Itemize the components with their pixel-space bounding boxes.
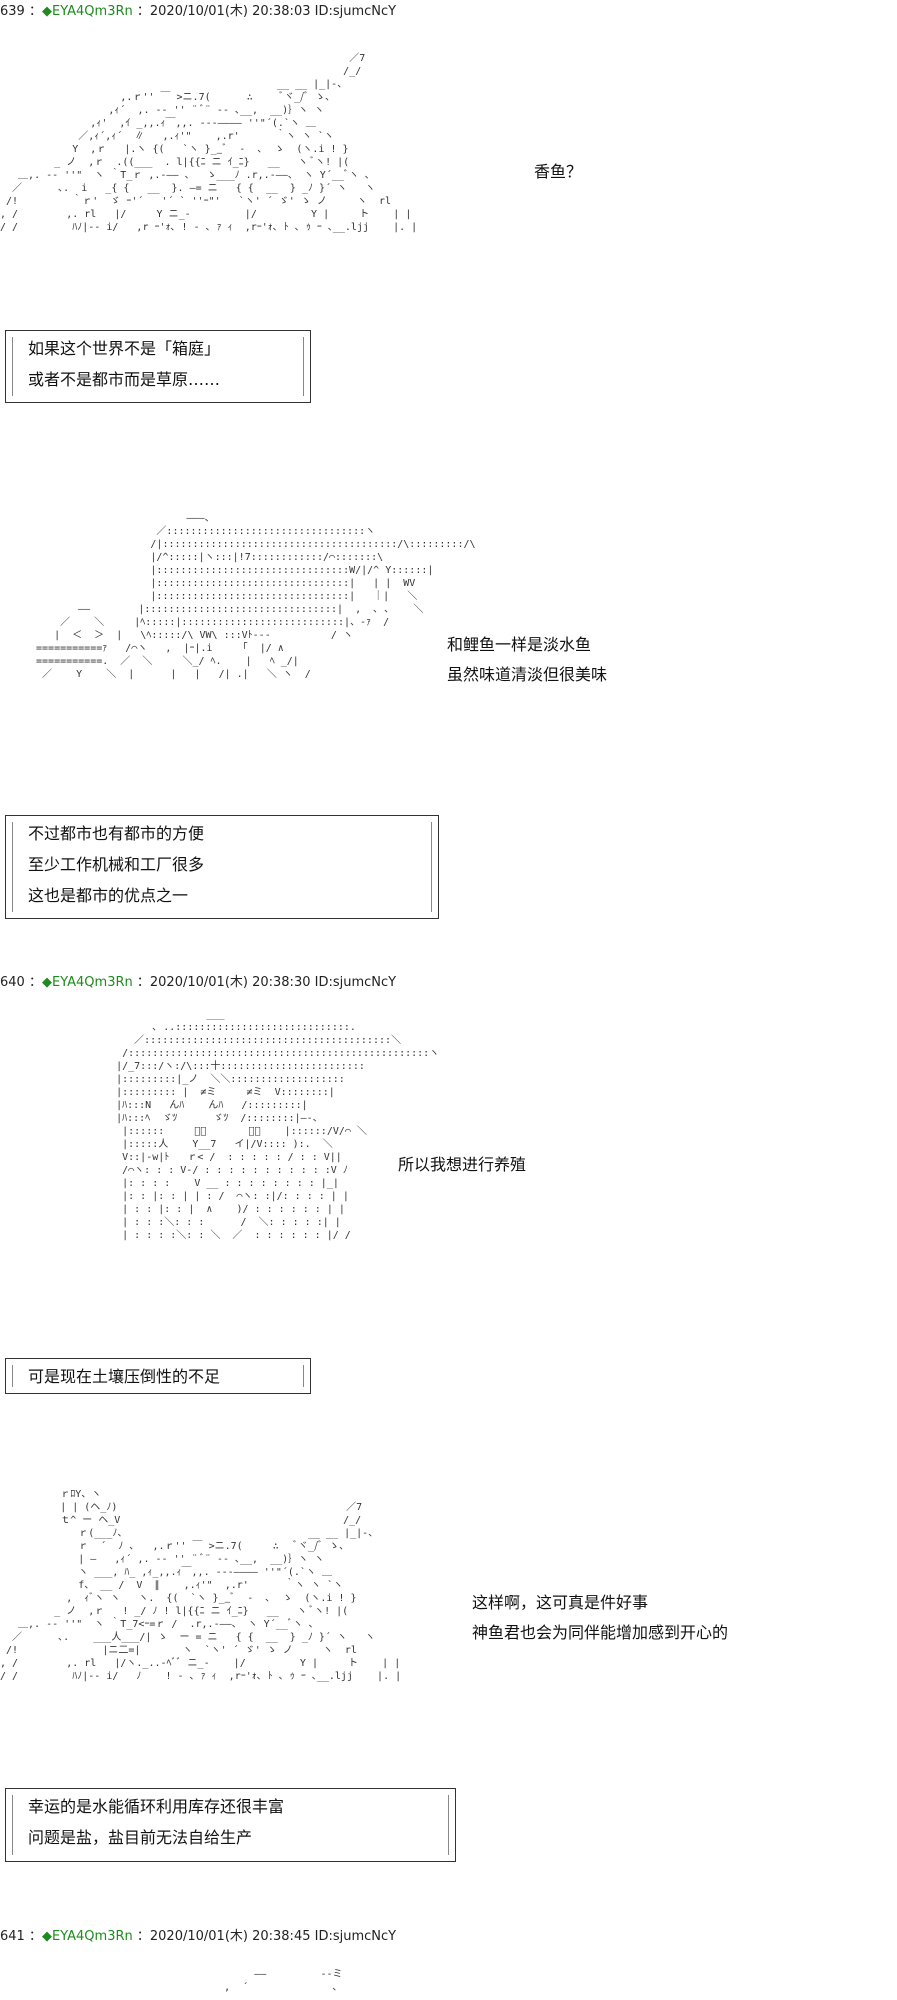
post-id: ID:sjumcNcY [314,4,397,19]
post-id: ID:sjumcNcY [314,975,397,990]
trip-diamond-icon: ◆ [41,4,52,19]
post-date: 2020/10/01(木) 20:38:30 [149,975,311,990]
ascii-art-character-2: ―――、 ／:::::::::::::::::::::::::::::::::ヽ… [36,513,476,680]
ascii-art-character-3: ___ ､ ..:::::::::::::::::::::::::::::. ／… [116,1009,440,1241]
speech-text: 所以我想进行养殖 [398,1155,527,1174]
post-date: 2020/10/01(木) 20:38:45 [149,1929,311,1944]
poster-name[interactable]: EYA4Qm3Rn [51,4,133,19]
ascii-art-character-5: ―― --ミ , ´ ､ [224,1969,343,1993]
trip-diamond-icon: ◆ [41,975,52,990]
speech-text: 香鱼？ [534,162,583,181]
post-header-639: 639 ：◆EYA4Qm3Rn ：2020/10/01(木) 20:38:03 … [0,4,397,19]
post-number: 641 [0,1929,25,1944]
post-id: ID:sjumcNcY [314,1929,397,1944]
ascii-art-character-1: ／7 /_/ __ __ |_|-、 ,.ｒ'' ￣ >ニ.7( ∴ ﾞヾ_/ﾞ… [0,53,418,233]
narration-box: 幸运的是水能循环利用库存还很丰富 问题是盐，盐目前无法自给生产 [5,1788,456,1862]
narration-box: 如果这个世界不是「箱庭」 或者不是都市而是草原…… [5,330,311,403]
speech-text: 和鲤鱼一样是淡水鱼 虽然味道清淡但很美味 [447,635,608,684]
ascii-art-character-4: ｒﾛY、ヽ | | (ヘ_ﾉ) ／7 ｔ^ ー ヘ_V /_/ ｒ(___ﾉ、 … [0,1489,402,1682]
post-number: 640 [0,975,25,990]
narration-box: 不过都市也有都市的方便 至少工作机械和工厂很多 这也是都市的优点之一 [5,815,439,919]
post-header-640: 640 ：◆EYA4Qm3Rn ：2020/10/01(木) 20:38:30 … [0,975,397,990]
trip-diamond-icon: ◆ [41,1929,52,1944]
narration-box: 可是现在土壤压倒性的不足 [5,1358,311,1394]
post-header-641: 641 ：◆EYA4Qm3Rn ：2020/10/01(木) 20:38:45 … [0,1929,397,1944]
post-date: 2020/10/01(木) 20:38:03 [149,4,311,19]
poster-name[interactable]: EYA4Qm3Rn [51,1929,133,1944]
poster-name[interactable]: EYA4Qm3Rn [51,975,133,990]
speech-text: 这样啊，这可真是件好事 神鱼君也会为同伴能增加感到开心的 [472,1593,729,1642]
post-number: 639 [0,4,25,19]
